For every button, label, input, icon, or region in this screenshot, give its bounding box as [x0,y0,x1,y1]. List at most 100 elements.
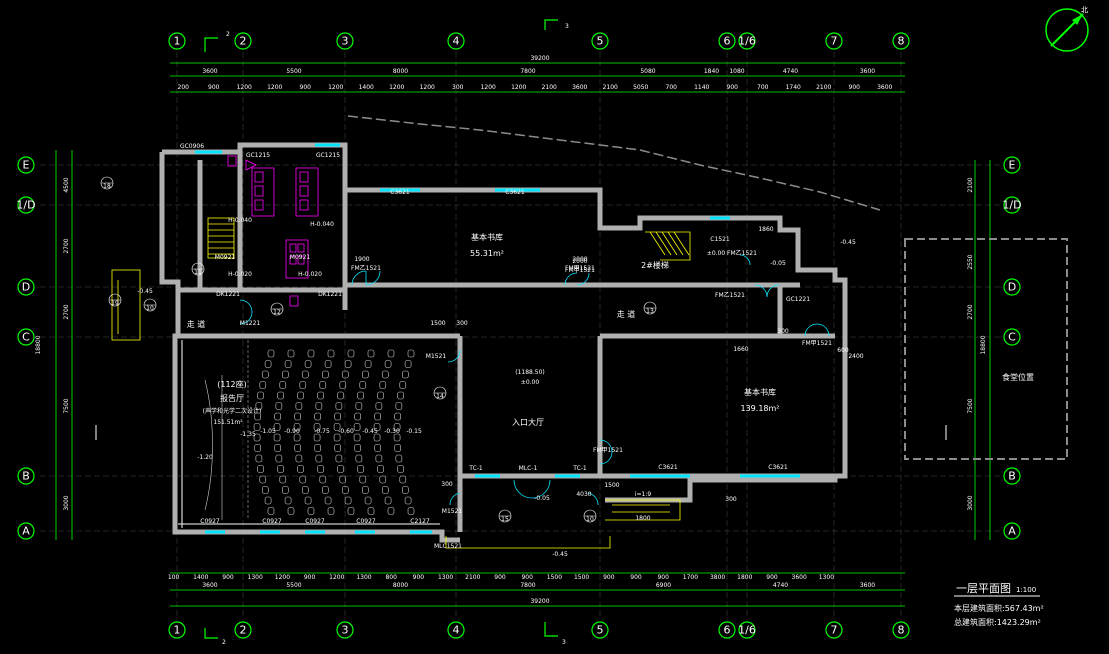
opening-label-16: GC1221 [786,296,810,303]
lecture-sub: (声学和光学二次设计) [203,407,262,415]
dim-right-1: 2550 [967,254,974,269]
dim-right-2: 2700 [967,304,974,319]
axis-bubble-top-2: 2 [234,32,252,50]
svg-text:12: 12 [273,309,281,316]
svg-text:1: 1 [174,624,181,637]
svg-text:3: 3 [342,624,349,637]
level-mark-2: ±0.00 [707,250,726,257]
opening-label-6: M0921 [215,254,236,261]
svg-text:8: 8 [898,35,905,48]
dim-top-detail-12: 2100 [542,84,557,91]
index-mark-8: 19 [108,293,122,307]
axis-bubble-left-1-D: 1/D [16,196,36,214]
dim-top-bay-4: 5080 [640,68,655,75]
building-walls [159,142,848,543]
room-labels: 基本书库 55.31m² 基本书库 139.18m² (1188.50) ±0.… [187,232,1034,498]
toilet-level-0: H-0.040 [228,217,252,224]
svg-text:D: D [22,281,30,294]
dim-top-detail-16: 700 [666,84,678,91]
toilet-level-1: H-0.040 [310,221,334,228]
svg-text:13: 13 [646,308,654,315]
level-mark-10: -0.15 [406,428,422,435]
axis-bubble-right-B: B [1003,467,1021,485]
axis-bubble-bottom-1-6: 1/6 [738,621,756,639]
svg-text:10: 10 [586,516,594,523]
misc-dim-8: 300 [441,481,453,488]
opening-label-9: FM甲1521 [565,265,595,272]
dim-bottom-detail-2: 900 [222,574,234,581]
svg-text:D: D [1008,281,1016,294]
dim-top-detail-1: 900 [208,84,220,91]
dim-bottom-bay-4: 6900 [656,582,671,589]
svg-text:14: 14 [436,393,444,400]
misc-dim-9: 1500 [604,482,619,489]
misc-dim-12: 300 [725,496,737,503]
dim-left-0: 4500 [63,177,70,192]
opening-label-11: DK1221 [216,291,240,298]
svg-text:1/D: 1/D [16,199,35,212]
opening-label-13: M1221 [240,320,261,327]
dim-top-detail-4: 900 [300,84,312,91]
doors [239,254,830,506]
misc-dim-13: 300 [777,328,789,335]
svg-text:1/6: 1/6 [738,624,756,637]
opening-label-20: C0927 [305,518,325,525]
opening-label-29: FM甲1521 [593,447,623,454]
dim-bottom-overall: 39200 [530,598,549,605]
dimension-lines [55,62,991,607]
misc-dim-3: 1500 [430,320,445,327]
svg-text:4: 4 [453,624,460,637]
dim-left-overall: 18800 [35,335,42,354]
dim-bottom-detail-15: 1500 [574,574,589,581]
axis-bubble-top-8: 8 [892,32,910,50]
index-mark-4: 14 [433,386,447,400]
stack-east-name: 基本书库 [744,387,776,397]
svg-text:E: E [23,159,30,172]
dim-bottom-detail-11: 2100 [465,574,480,581]
stack-north-area: 55.31m² [470,249,504,258]
opening-label-3: C3621 [390,189,410,196]
axis-bubble-bottom-8: 8 [892,621,910,639]
dim-left-1: 2700 [63,238,70,253]
index-mark-5: 15 [498,509,512,523]
opening-label-24: TC-1 [468,465,483,472]
dim-bottom-bay-1: 5500 [286,582,301,589]
svg-text:3: 3 [342,35,349,48]
dim-bottom-detail-5: 900 [304,574,316,581]
hall-name: 入口大厅 [512,417,544,427]
opening-label-19: C0927 [262,518,282,525]
axis-bubble-left-A: A [17,522,35,540]
dim-bottom-detail-20: 3800 [710,574,725,581]
misc-dim-1: 2000 [572,256,587,263]
dim-bottom-detail-4: 1200 [275,574,290,581]
opening-label-30: FM乙1521 [727,250,757,257]
svg-text:18: 18 [103,183,111,190]
hall-level: ±0.00 [521,379,540,386]
dim-top-detail-0: 200 [178,84,190,91]
misc-dim-11: 4030 [576,491,591,498]
axis-bubble-bottom-7: 7 [825,621,843,639]
svg-text:6: 6 [724,624,731,637]
corridor-west: 走 道 [187,319,206,329]
svg-text:4: 4 [453,35,460,48]
opening-label-5: C1521 [710,236,730,243]
section-mark-top-3: 3 [565,23,569,30]
axis-bubble-right-A: A [1003,522,1021,540]
dim-bottom-bay-0: 3600 [202,582,217,589]
dim-top-detail-17: 1140 [694,84,709,91]
toilet-level-2: H-0.020 [228,271,252,278]
dim-top-detail-20: 1740 [786,84,801,91]
axis-bubble-top-1-6: 1/6 [738,32,756,50]
opening-label-1: GC1215 [246,152,270,159]
windows [195,143,800,534]
dim-top-detail-9: 300 [452,84,464,91]
section-mark-top-2: 2 [226,31,230,38]
svg-text:1/6: 1/6 [738,35,756,48]
dim-top-detail-7: 1200 [389,84,404,91]
toilet-level-3: H-0.020 [298,271,322,278]
misc-dim-14: 1860 [758,226,773,233]
opening-label-22: C2127 [410,518,430,525]
toilet-fixtures [227,155,319,307]
dim-top-detail-19: 700 [757,84,769,91]
axis-bubble-left-B: B [17,467,35,485]
